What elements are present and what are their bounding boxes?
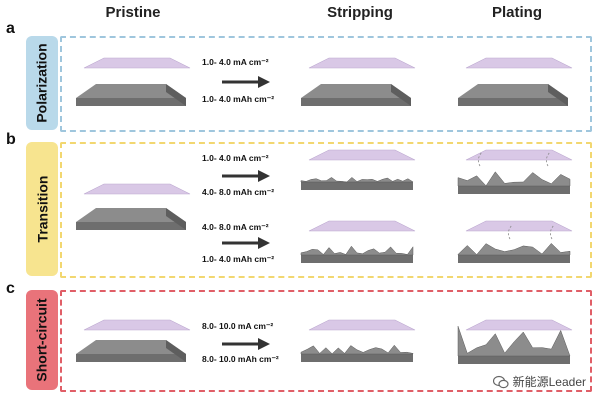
panel-a-current-label: 1.0- 4.0 mA cm⁻² bbox=[202, 57, 269, 67]
separator-layer bbox=[83, 319, 191, 331]
separator-layer bbox=[83, 57, 191, 69]
pristine-a-illustration bbox=[76, 57, 191, 106]
separator-layer bbox=[83, 183, 191, 195]
dendrite-penetration-path bbox=[550, 224, 555, 240]
separator-layer bbox=[308, 149, 416, 161]
electrode-front bbox=[458, 98, 568, 106]
electrode-front bbox=[458, 255, 570, 263]
panel-b-row1-current-label: 1.0- 4.0 mA cm⁻² bbox=[202, 153, 269, 163]
panel-c-tab-label: Short-circuit bbox=[34, 298, 51, 382]
plating-b1-illustration bbox=[457, 149, 573, 194]
electrode-front bbox=[458, 356, 570, 364]
dendrite-surface bbox=[300, 344, 414, 355]
panel-a-arrow-icon bbox=[222, 76, 270, 88]
panel-a-capacity-label: 1.0- 4.0 mAh cm⁻² bbox=[202, 94, 275, 104]
electrode-top bbox=[76, 340, 186, 354]
plating-a-illustration bbox=[458, 57, 573, 106]
watermark: 新能源Leader bbox=[492, 373, 586, 390]
panel-a-tab: Polarization bbox=[26, 36, 58, 130]
panel-b-tab: Transition bbox=[26, 142, 58, 276]
panel-b-tab-label: Transition bbox=[34, 175, 50, 243]
electrode-top bbox=[76, 84, 186, 98]
electrode-front bbox=[301, 255, 413, 263]
separator-layer bbox=[465, 57, 573, 69]
separator-layer bbox=[308, 319, 416, 331]
electrode-front bbox=[76, 98, 186, 106]
panel-b-row2-capacity-label: 1.0- 4.0 mAh cm⁻² bbox=[202, 254, 275, 264]
panel-c-frame bbox=[60, 290, 592, 392]
panel-a-tab-label: Polarization bbox=[34, 43, 51, 123]
watermark-text: 新能源Leader bbox=[512, 375, 586, 389]
panel-c-current-label: 8.0- 10.0 mA cm⁻² bbox=[202, 321, 274, 331]
electrode-front bbox=[76, 222, 186, 230]
column-header-pristine: Pristine bbox=[105, 4, 161, 21]
panel-b-row1-capacity-label: 4.0- 8.0 mAh cm⁻² bbox=[202, 187, 275, 197]
panel-c-arrow-icon bbox=[222, 338, 270, 350]
stripping-a-illustration bbox=[301, 57, 416, 106]
dendrite-surface bbox=[457, 171, 571, 187]
electrode-front bbox=[76, 354, 186, 362]
dendrite-penetration-path bbox=[478, 151, 483, 167]
column-header-plating: Plating bbox=[491, 4, 542, 21]
stripping-c-illustration bbox=[300, 319, 416, 362]
panel-b-row2-arrow-icon bbox=[222, 237, 270, 249]
electrode-front bbox=[301, 354, 413, 362]
electrode-front bbox=[301, 182, 413, 190]
panel-letter-a: a bbox=[6, 20, 15, 37]
wechat-icon bbox=[492, 375, 509, 388]
dendrite-penetration-path bbox=[508, 224, 513, 240]
electrode-side bbox=[166, 208, 186, 230]
panel-letter-b: b bbox=[6, 131, 16, 148]
dendrite-surface bbox=[300, 177, 414, 183]
dendrite-surface bbox=[457, 326, 571, 357]
stripping-b2-illustration bbox=[300, 220, 416, 263]
panel-letter-c: c bbox=[6, 280, 15, 297]
panel-a-frame bbox=[60, 36, 592, 132]
electrode-front bbox=[458, 186, 570, 194]
stripping-b1-illustration bbox=[300, 149, 416, 190]
electrode-top bbox=[301, 84, 411, 98]
electrode-side bbox=[166, 84, 186, 106]
dendrite-penetration-path bbox=[546, 151, 551, 167]
pristine-b-illustration bbox=[76, 183, 191, 230]
dendrite-surface bbox=[300, 245, 414, 256]
separator-layer bbox=[308, 57, 416, 69]
dendrite-surface bbox=[457, 243, 571, 256]
panel-c-tab: Short-circuit bbox=[26, 290, 58, 390]
plating-c-illustration bbox=[457, 319, 573, 364]
electrode-top bbox=[76, 208, 186, 222]
separator-layer bbox=[465, 220, 573, 232]
separator-layer bbox=[465, 149, 573, 161]
electrode-side bbox=[391, 84, 411, 106]
plating-b2-illustration bbox=[457, 220, 573, 263]
electrode-side bbox=[548, 84, 568, 106]
pristine-c-illustration bbox=[76, 319, 191, 362]
separator-layer bbox=[308, 220, 416, 232]
electrode-side bbox=[166, 340, 186, 362]
panel-b-row2-current-label: 4.0- 8.0 mA cm⁻² bbox=[202, 222, 269, 232]
electrode-top bbox=[458, 84, 568, 98]
column-header-stripping: Stripping bbox=[327, 4, 393, 21]
panel-c-capacity-label: 8.0- 10.0 mAh cm⁻² bbox=[202, 354, 279, 364]
electrode-front bbox=[301, 98, 411, 106]
panel-b-frame bbox=[60, 142, 592, 278]
separator-layer bbox=[465, 319, 573, 331]
panel-b-row1-arrow-icon bbox=[222, 170, 270, 182]
